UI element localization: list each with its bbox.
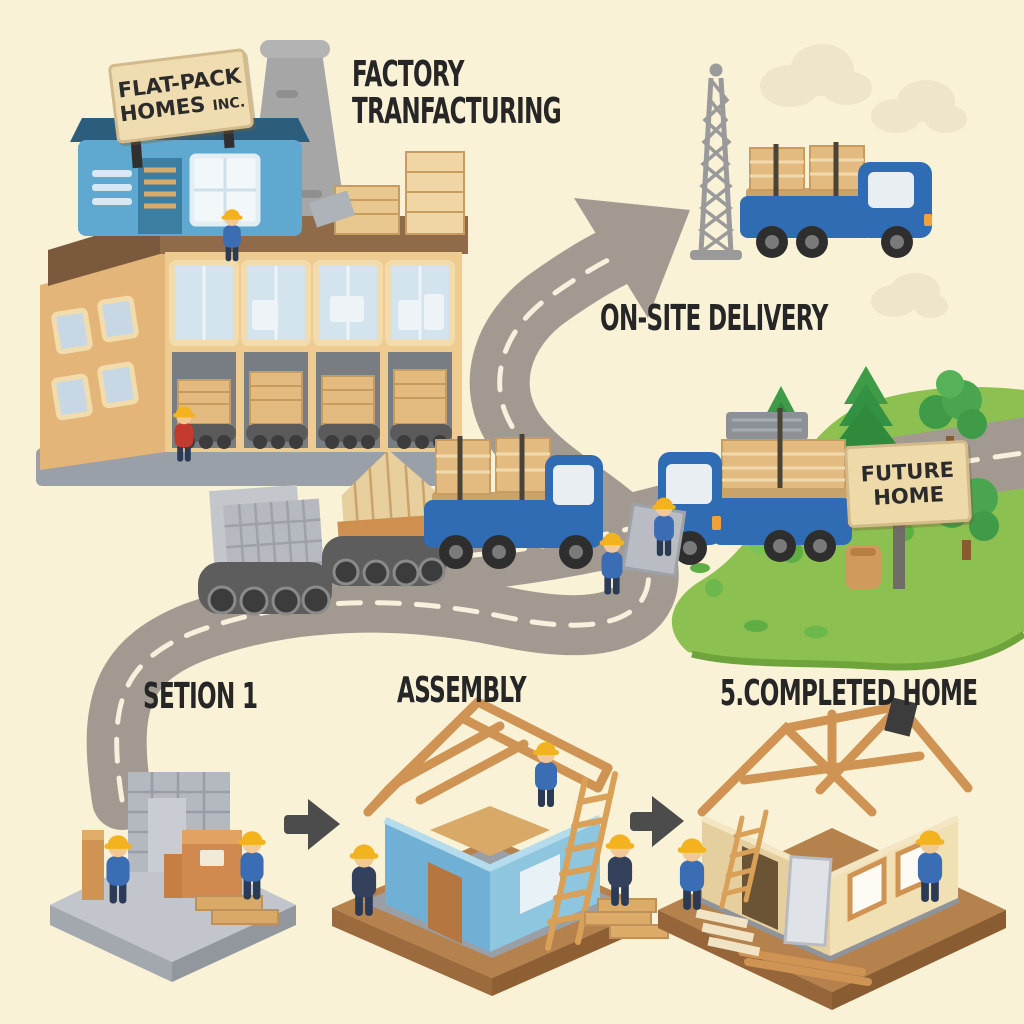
sprout-icon	[744, 620, 768, 632]
factory-upper-windows	[169, 260, 455, 346]
conveyor-gable-panel	[322, 449, 449, 587]
factory-sign-board: FLAT-PACK HOMES INC.	[107, 47, 255, 145]
step-arrow-icon	[284, 799, 340, 850]
ladder-icon	[545, 771, 618, 951]
label-assembly: ASSEMBLY	[397, 670, 527, 711]
truck-wheels	[439, 535, 593, 569]
step-arrow-icon	[630, 796, 684, 847]
leaning-panel	[783, 855, 833, 947]
assembly-window	[520, 854, 560, 914]
timber-column	[82, 836, 104, 900]
truck-wheels	[756, 226, 913, 258]
future-sign-post	[893, 505, 905, 589]
sprout-icon	[690, 563, 710, 573]
label-section1: SETION 1	[143, 676, 258, 717]
roof-beams	[697, 699, 973, 817]
future-home-sign-board: FUTURE HOME	[843, 439, 973, 529]
factory-left-windows	[51, 295, 139, 421]
plank-pile	[195, 895, 279, 925]
worker-assembly	[533, 742, 559, 807]
assembly-door	[428, 862, 462, 944]
ground-planks	[738, 948, 872, 986]
label-onsite-delivery: ON-SITE DELIVERY	[600, 298, 828, 339]
roof-truss	[363, 696, 613, 817]
lattice-tower-icon	[690, 63, 742, 260]
rooftop-lumber	[308, 151, 465, 235]
road-s-curve	[86, 198, 690, 830]
workers-unloading	[599, 497, 687, 595]
bush-icon	[705, 579, 723, 597]
trees-and-bushes	[690, 366, 999, 638]
factory-bays	[172, 352, 452, 449]
scene-assembly	[332, 696, 669, 996]
rooftop-container	[70, 118, 310, 236]
scene-completed-home	[658, 697, 1006, 1010]
label-completed-home: 5.COMPLETED HOME	[720, 673, 978, 714]
cloud-icon	[871, 273, 948, 318]
ladder-icon	[719, 809, 769, 909]
road-arrowhead	[574, 198, 690, 318]
cloud-icon	[871, 80, 967, 133]
scene-section1	[50, 772, 296, 982]
delivery-truck-site	[658, 408, 852, 565]
crate-icon	[164, 830, 242, 898]
step-planks	[695, 908, 761, 957]
sprout-icon	[804, 626, 828, 638]
rooftop-tool	[884, 697, 918, 737]
delivery-truck-middle	[424, 434, 603, 569]
cloud-icon	[760, 44, 872, 107]
factory-left-wall	[40, 252, 165, 470]
conveyor-grid-panel	[198, 485, 332, 616]
label-factory-manufacturing: FACTORY TRANFACTURING	[352, 54, 562, 132]
stump-icon	[845, 545, 881, 589]
delivery-truck-northeast	[740, 142, 932, 258]
